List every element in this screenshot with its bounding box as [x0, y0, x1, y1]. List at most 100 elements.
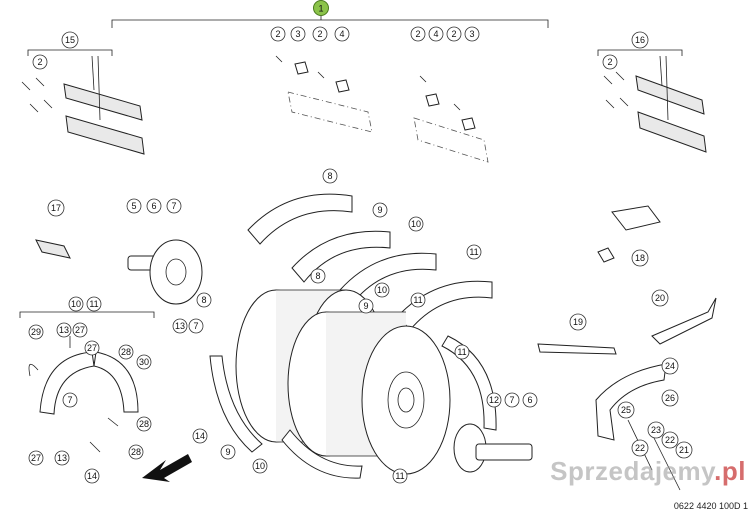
callout-10c: 10: [252, 458, 268, 474]
scraper-kit-right: [597, 49, 707, 153]
cover-plate: [597, 205, 661, 263]
callout-19: 19: [569, 313, 587, 331]
svg-text:29: 29: [31, 327, 41, 337]
svg-text:24: 24: [665, 361, 675, 371]
direction-arrow-icon: [142, 454, 192, 482]
svg-text:6: 6: [527, 395, 532, 405]
callout-15: 15: [61, 31, 79, 49]
callout-30: 30: [136, 354, 152, 370]
svg-text:7: 7: [193, 321, 198, 331]
svg-text:13: 13: [59, 325, 69, 335]
svg-text:2: 2: [317, 29, 322, 39]
svg-text:7: 7: [67, 395, 72, 405]
callout-9c: 9: [220, 444, 236, 460]
svg-text:3: 3: [295, 29, 300, 39]
svg-text:22: 22: [635, 443, 645, 453]
callout-8c: 8: [196, 292, 212, 308]
svg-text:2: 2: [415, 29, 420, 39]
scraper-blade: [63, 83, 143, 121]
svg-text:27: 27: [31, 453, 41, 463]
scraper-blade: [635, 75, 705, 115]
scraper-blade: [65, 115, 145, 155]
callout-14b: 14: [84, 468, 100, 484]
svg-text:22: 22: [665, 435, 675, 445]
callout-labels: 15 16 17 18 19 20 24 26 25 23 22 22 21 2…: [28, 26, 693, 484]
bracket-plate: [595, 363, 667, 441]
scraper-kit-left: [21, 49, 145, 155]
svg-text:13: 13: [57, 453, 67, 463]
callout-7d: 7: [62, 392, 78, 408]
svg-text:25: 25: [621, 405, 631, 415]
callout-13c: 13: [54, 450, 70, 466]
drawing-code: 0622 4420 100D 1: [673, 501, 748, 511]
callout-23: 23: [647, 421, 665, 439]
lever: [537, 343, 617, 355]
callout-7c: 7: [188, 318, 204, 334]
svg-text:15: 15: [65, 35, 75, 45]
svg-text:11: 11: [395, 471, 404, 481]
svg-text:21: 21: [679, 445, 689, 455]
svg-text:13: 13: [175, 321, 185, 331]
callout-18: 18: [631, 249, 649, 267]
svg-text:8: 8: [201, 295, 206, 305]
svg-text:10: 10: [71, 299, 81, 309]
svg-text:9: 9: [377, 205, 382, 215]
svg-text:4: 4: [339, 29, 344, 39]
svg-text:14: 14: [87, 471, 97, 481]
callout-top-3a: 3: [290, 26, 306, 42]
svg-text:16: 16: [635, 35, 645, 45]
svg-text:12: 12: [489, 395, 499, 405]
watermark-suffix: .pl: [714, 456, 746, 486]
svg-text:10: 10: [377, 285, 387, 295]
svg-text:2: 2: [275, 29, 280, 39]
callout-kit-11: 11: [86, 296, 102, 312]
callout-13b: 13: [56, 322, 72, 338]
svg-text:20: 20: [655, 293, 665, 303]
callout-12: 12: [486, 392, 502, 408]
callout-11a: 11: [466, 244, 482, 260]
callout-20: 20: [651, 289, 669, 307]
callout-21: 21: [675, 441, 693, 459]
callout-25: 25: [617, 401, 635, 419]
svg-text:11: 11: [457, 347, 466, 357]
svg-text:10: 10: [255, 461, 265, 471]
callout-11b: 11: [410, 292, 426, 308]
svg-text:28: 28: [131, 447, 141, 457]
callout-8b: 8: [310, 268, 326, 284]
svg-text:30: 30: [139, 357, 149, 367]
assembly-callout-badge: [313, 0, 329, 16]
assembly-callout-number: 1: [318, 4, 323, 14]
svg-text:14: 14: [195, 431, 205, 441]
svg-text:2: 2: [451, 29, 456, 39]
callout-7b: 7: [504, 392, 520, 408]
mounting-bracket-right: [413, 75, 489, 163]
svg-text:11: 11: [413, 295, 422, 305]
bolt-set: [21, 77, 53, 113]
callout-28c: 28: [128, 444, 144, 460]
drive-shaft-right: [453, 423, 533, 473]
callout-9a: 9: [372, 202, 388, 218]
svg-text:26: 26: [665, 393, 675, 403]
svg-text:4: 4: [433, 29, 438, 39]
callout-6: 6: [146, 198, 162, 214]
callout-top-2b: 2: [312, 26, 328, 42]
callout-top-2c: 2: [410, 26, 426, 42]
callout-top-4b: 4: [428, 26, 444, 42]
watermark-brand: Sprzedajemy: [550, 456, 715, 486]
scraper-blade: [637, 111, 707, 153]
callout-27c: 27: [28, 450, 44, 466]
svg-text:9: 9: [363, 301, 368, 311]
svg-text:2: 2: [37, 57, 42, 67]
callout-11c: 11: [454, 344, 470, 360]
svg-text:28: 28: [139, 419, 149, 429]
callout-top-2d: 2: [446, 26, 462, 42]
svg-text:23: 23: [651, 425, 661, 435]
svg-text:11: 11: [89, 299, 98, 309]
sprocket-segments: [247, 193, 493, 331]
callout-22b: 22: [661, 431, 679, 449]
callout-top-3b: 3: [464, 26, 480, 42]
svg-text:7: 7: [171, 201, 176, 211]
callout-left-2: 2: [32, 54, 48, 70]
callout-22: 22: [631, 439, 649, 457]
